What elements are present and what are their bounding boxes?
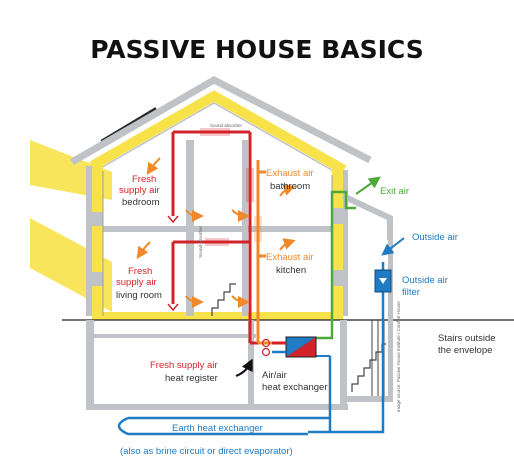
stairs-label-2: the envelope — [438, 345, 492, 356]
heat-exchanger-label-1: Air/air — [262, 370, 287, 381]
page-title: PASSIVE HOUSE BASICS — [90, 35, 423, 64]
outside-air-filter-label-1: Outside air — [402, 275, 448, 286]
fresh-register-label-2: heat register — [165, 373, 218, 384]
fresh-supply-living-label-2: supply air — [116, 277, 157, 288]
exhaust-kitchen-label: Exhaust air — [266, 252, 314, 263]
supply-air-ducts — [167, 128, 272, 345]
exhaust-bathroom-label: Exhaust air — [266, 168, 314, 179]
fresh-supply-bedroom-label-1: Fresh — [132, 174, 156, 185]
bathroom-label: bathroom — [270, 181, 310, 192]
heat-exchanger-label-2: heat exchanger — [262, 382, 328, 393]
bedroom-label: bedroom — [122, 197, 160, 208]
flow-arrows — [136, 157, 296, 377]
exit-air-label: Exit air — [380, 186, 409, 197]
outside-air-filter-box — [374, 269, 392, 293]
outside-air-label: Outside air — [412, 232, 458, 243]
earth-hx-sub-label: (also as brine circuit or direct evapora… — [120, 446, 293, 457]
sound-absorber-label-mid: Sound absorber — [198, 225, 203, 258]
sound-absorber-label-top: Sound absorber — [210, 123, 243, 128]
exit-air-duct — [314, 176, 381, 340]
house-structure — [62, 76, 514, 410]
fresh-supply-living-label-1: Fresh — [128, 266, 152, 277]
fresh-register-label-1: Fresh supply air — [150, 360, 218, 371]
earth-hx-label: Earth heat exchanger — [172, 423, 263, 434]
living-room-label: living room — [116, 290, 162, 301]
outside-air-filter-label-2: filter — [402, 287, 420, 298]
outside-air-duct — [117, 237, 405, 436]
kitchen-label: kitchen — [276, 265, 306, 276]
fresh-supply-bedroom-label-2: supply air — [119, 185, 160, 196]
heat-exchanger-unit — [261, 336, 317, 358]
image-source-label: Image source: Passive House Institute / … — [396, 301, 401, 412]
stairs-label-1: Stairs outside — [438, 333, 496, 344]
